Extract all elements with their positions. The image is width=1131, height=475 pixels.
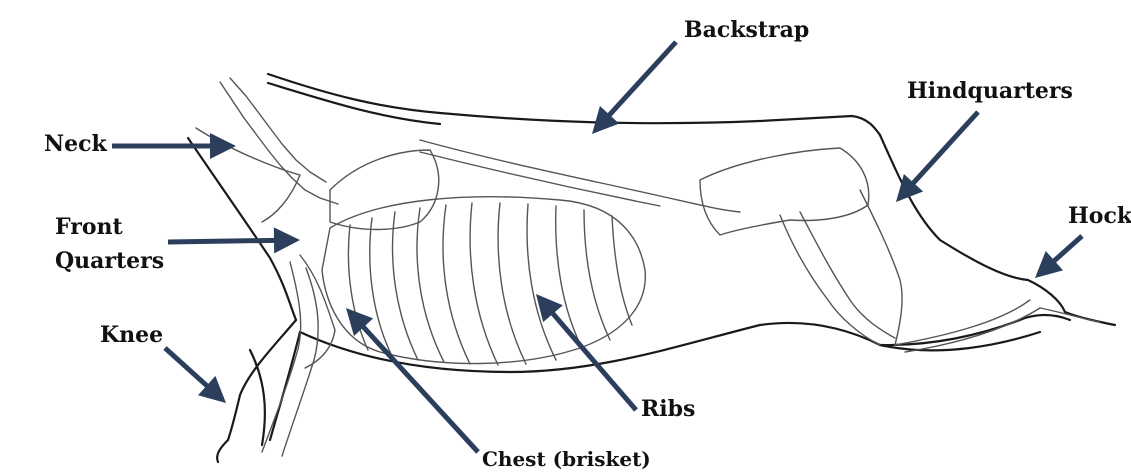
label-hindquarters: Hindquarters: [907, 79, 1073, 104]
arrow-front-quarters-shaft: [168, 240, 276, 242]
arrow-hindquarters-shaft: [912, 112, 978, 184]
label-chest-brisket: Chest (brisket): [482, 448, 651, 471]
label-front-quarters-line2: Quarters: [55, 249, 164, 274]
arrow-hindquarters: [896, 112, 978, 202]
label-knee: Knee: [100, 323, 163, 348]
arrow-neck: [112, 133, 236, 159]
arrow-chest-shaft: [362, 326, 478, 452]
arrow-ribs-shaft: [552, 312, 636, 410]
label-hock: Hock: [1068, 204, 1131, 229]
arrow-knee-shaft: [165, 348, 208, 387]
label-ribs: Ribs: [641, 397, 695, 422]
label-front-quarters-line1: Front: [55, 215, 123, 240]
arrow-hock-shaft: [1053, 236, 1082, 262]
arrow-hock: [1035, 236, 1082, 278]
arrow-backstrap-shaft: [608, 42, 676, 116]
arrow-chest: [346, 308, 478, 452]
arrow-neck-head: [210, 133, 236, 159]
label-backstrap: Backstrap: [684, 18, 809, 43]
arrow-front-quarters: [168, 227, 300, 253]
arrow-knee: [165, 348, 226, 403]
label-neck: Neck: [44, 132, 107, 157]
arrow-ribs: [536, 294, 636, 410]
arrow-backstrap: [592, 42, 676, 134]
arrow-front-quarters-head: [274, 227, 300, 253]
